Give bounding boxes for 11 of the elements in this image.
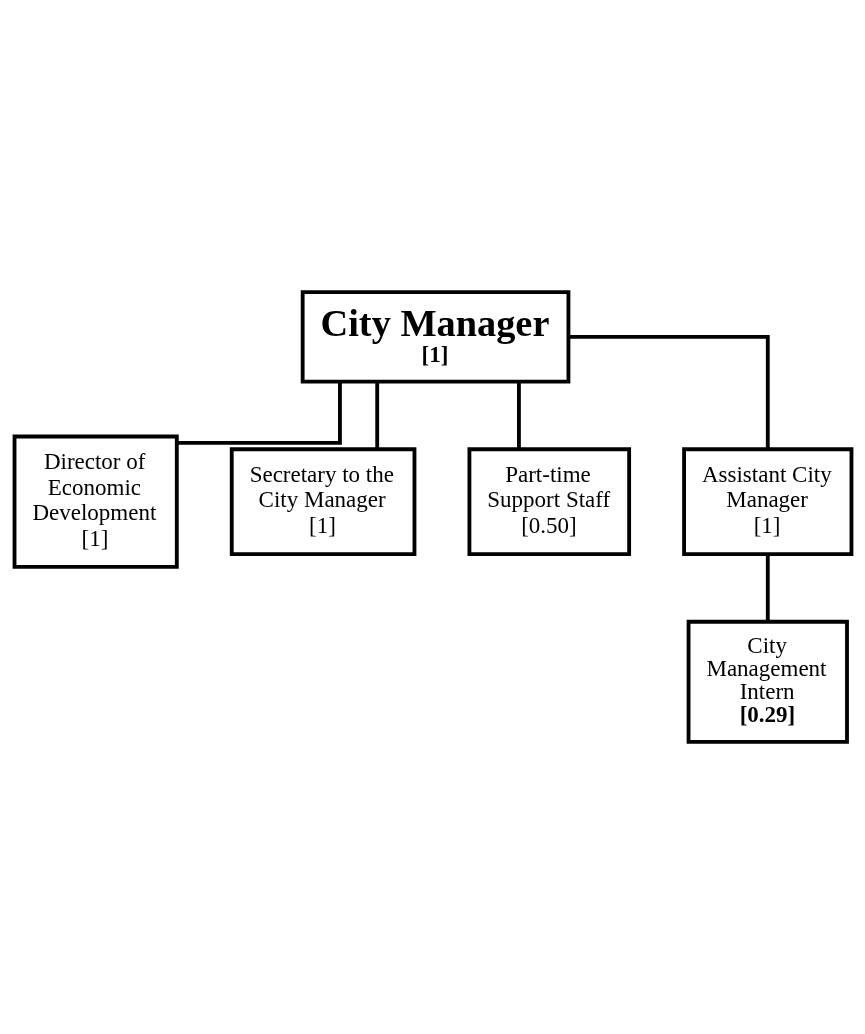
connector xyxy=(516,381,521,450)
node-box: Part-time Support Staff [0.50] xyxy=(467,447,631,556)
node-box: Assistant City Manager [1] xyxy=(681,447,853,556)
connector xyxy=(176,381,342,445)
node-box: Director of Economic Development [1] xyxy=(12,434,179,569)
connector xyxy=(374,381,379,450)
node-box: City Manager [1] xyxy=(300,290,570,384)
connector xyxy=(568,334,770,450)
node-box: Secretary to the City Manager [1] xyxy=(229,447,416,556)
connector xyxy=(765,554,770,622)
node-box: City Management Intern [0.29] xyxy=(686,619,849,744)
